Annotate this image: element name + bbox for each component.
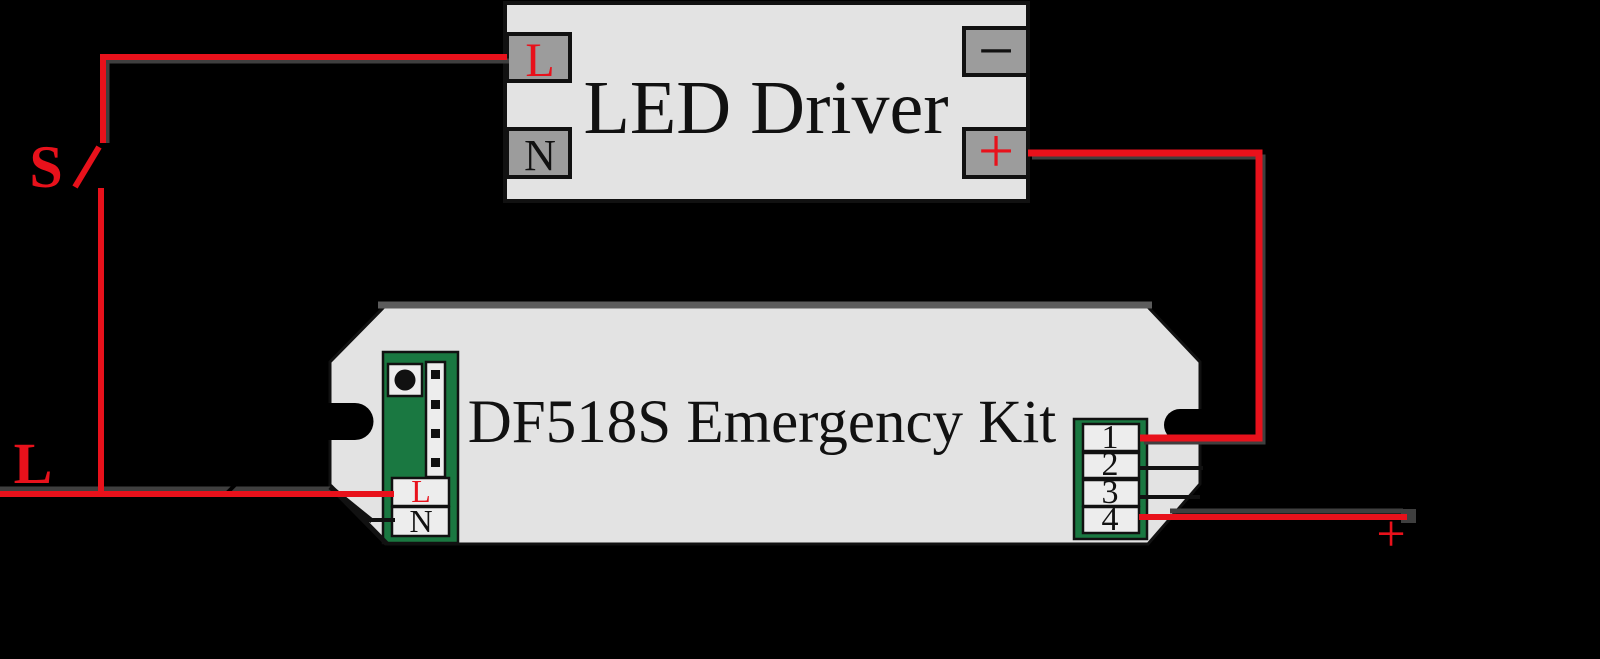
dip-dot-1 [431,370,440,379]
led-driver: LED Driver L N − + [503,1,1030,203]
test-button-pad[interactable] [386,362,424,398]
emergency-kit-title: DF518S Emergency Kit [468,389,1057,456]
switch-label: S [29,134,62,200]
dip-dot-2 [431,400,440,409]
led-driver-terminal-neutral-label: N [524,131,556,180]
led-driver-terminal-neutral [505,127,572,179]
kit-terminal-3-label: 3 [1102,474,1119,511]
kit-output-block: 1 2 3 4 [1072,417,1149,541]
kit-terminal-1 [1081,422,1141,453]
dip-dot-4 [431,458,440,467]
test-button-icon[interactable] [394,369,416,391]
output-plus-label: + [1376,506,1405,563]
kit-terminal-3 [1081,478,1141,508]
kit-terminal-neutral [390,505,451,538]
kit-terminal-live-label: L [411,473,431,509]
line-label: L [14,431,53,496]
wiring [0,54,1416,523]
mounting-notch-right [1164,409,1204,441]
led-driver-terminal-positive-label: + [978,115,1014,186]
led-driver-title: LED Driver [583,66,948,150]
wire-positive-driver-to-kit [1028,149,1263,442]
led-driver-terminal-positive [962,127,1030,179]
kit-terminal-4 [1081,505,1141,535]
kit-terminal-1-label: 1 [1102,419,1119,456]
led-driver-terminal-live [505,32,572,83]
kit-terminal-4-label: 4 [1102,501,1119,538]
mounting-notch-left [326,403,374,440]
emergency-kit: DF518S Emergency Kit L N 1 [326,301,1204,546]
kit-terminal-neutral-label: N [409,503,432,539]
dip-dot-3 [431,429,440,438]
switch-blade[interactable] [72,145,102,189]
kit-terminal-2-label: 2 [1102,446,1119,483]
led-driver-body [503,1,1030,203]
led-driver-terminal-negative-label: − [978,15,1014,86]
kit-terminal-2 [1081,451,1141,480]
wire-positive-shadow [1032,154,1266,445]
led-driver-terminal-live-label: L [525,34,554,87]
wire-live-switched [100,54,507,143]
kit-input-block: L N [381,350,460,545]
led-driver-terminal-negative [962,26,1030,77]
wire-live-switched-shadow [104,58,509,143]
